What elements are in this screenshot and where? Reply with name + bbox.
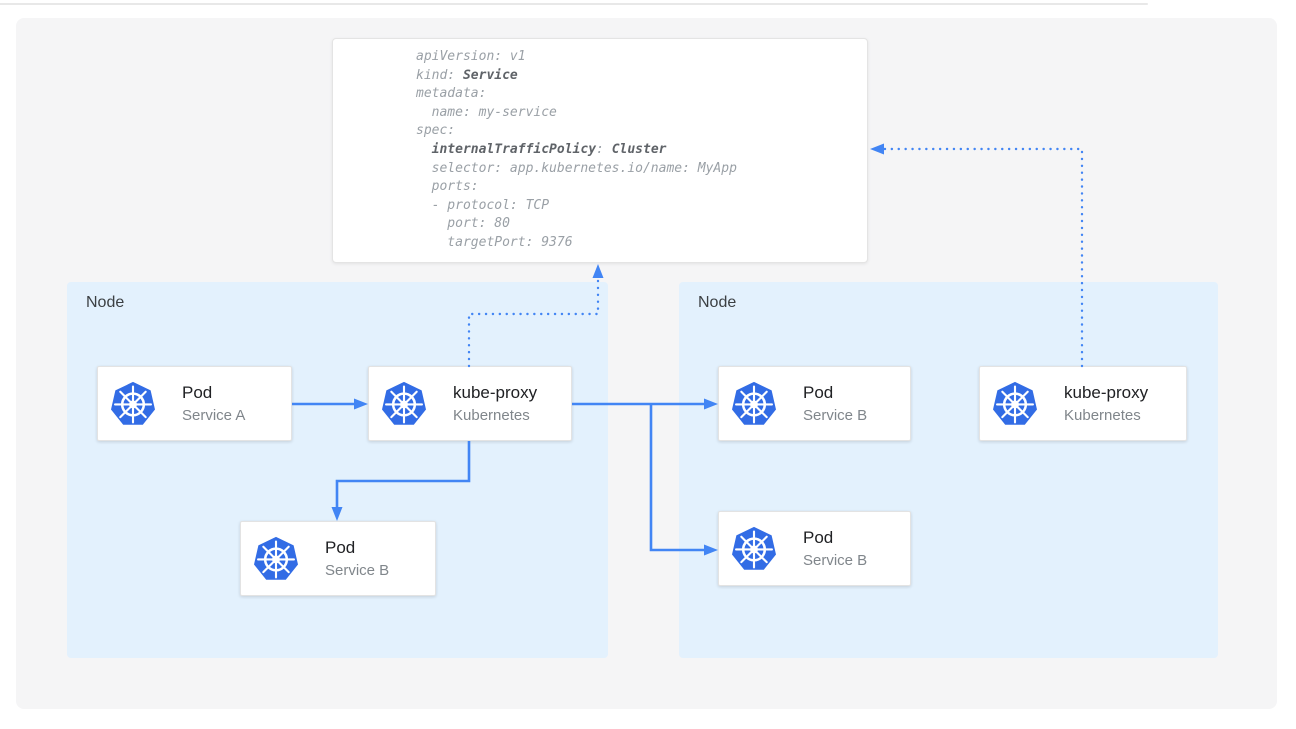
service-yaml-box: apiVersion: v1 kind: Service metadata: nam… [332, 38, 868, 263]
card-title: kube-proxy [453, 383, 538, 402]
kubernetes-logo-icon [992, 381, 1038, 427]
kube-proxy-card-left: kube-proxy Kubernetes [368, 366, 572, 441]
card-subtitle: Service B [803, 407, 868, 424]
card-subtitle: Kubernetes [1064, 407, 1141, 424]
top-divider-line [0, 3, 1148, 5]
pod-card-service-b-right-bottom: Pod Service B [718, 511, 911, 586]
yaml-line: name: my-service [416, 104, 557, 120]
card-title: kube-proxy [1064, 383, 1149, 402]
yaml-line: ports: [416, 179, 479, 195]
card-title: Pod [325, 538, 356, 557]
kubernetes-logo-icon [110, 381, 156, 427]
card-title: Pod [803, 528, 834, 547]
kubernetes-logo-icon [731, 381, 777, 427]
node-label: Node [86, 294, 125, 311]
card-subtitle: Service A [182, 407, 246, 424]
node-label: Node [698, 294, 737, 311]
pod-card-service-a: Pod Service A [97, 366, 292, 441]
yaml-line: metadata: [416, 86, 487, 102]
node-box-right: Node [679, 282, 1218, 658]
kubernetes-logo-icon [731, 526, 777, 572]
yaml-line: kind: Service [416, 67, 518, 83]
yaml-line: spec: [416, 123, 456, 139]
yaml-line: internalTrafficPolicy: Cluster [431, 141, 667, 157]
kubernetes-logo-icon [253, 536, 299, 582]
yaml-line: selector: app.kubernetes.io/name: MyApp [416, 160, 737, 176]
card-subtitle: Kubernetes [453, 407, 530, 424]
card-title: Pod [182, 383, 213, 402]
card-title: Pod [803, 383, 834, 402]
node-box-left: Node [67, 282, 608, 658]
card-subtitle: Service B [803, 552, 868, 569]
yaml-line: - protocol: TCP [416, 197, 550, 213]
kube-proxy-card-right: kube-proxy Kubernetes [979, 366, 1187, 441]
yaml-line: apiVersion: v1 [416, 49, 526, 64]
pod-card-service-b-left: Pod Service B [240, 521, 436, 596]
yaml-code: apiVersion: v1 kind: Service metadata: nam… [416, 48, 867, 253]
yaml-line: targetPort: 9376 [416, 234, 573, 250]
pod-card-service-b-right-top: Pod Service B [718, 366, 911, 441]
yaml-line: port: 80 [416, 216, 510, 232]
card-subtitle: Service B [325, 562, 390, 579]
kubernetes-logo-icon [381, 381, 427, 427]
